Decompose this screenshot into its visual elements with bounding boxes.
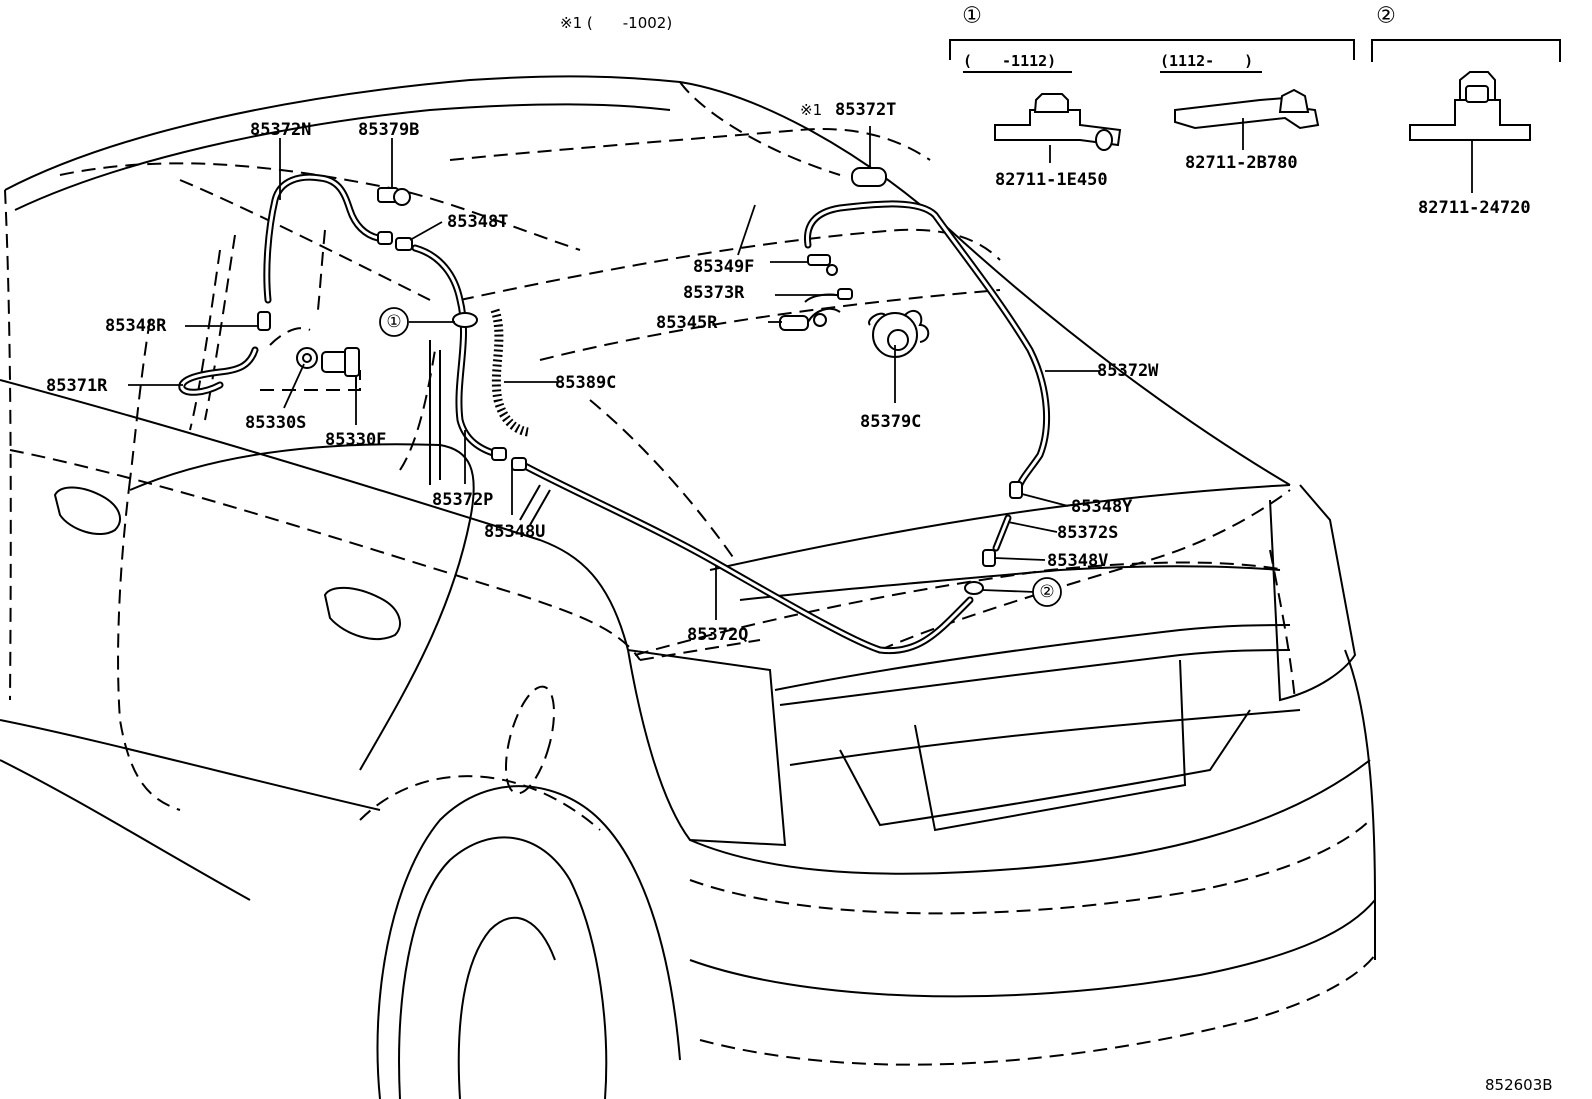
header-note: ※1 ( -1002): [560, 14, 672, 32]
label-85372P: 85372P: [432, 490, 493, 510]
label-85349F: 85349F: [693, 257, 754, 277]
label-85379B: 85379B: [358, 120, 419, 140]
clip-82711-2B780-drawing: [1174, 88, 1320, 130]
detail-1-range-b: (1112- ): [1160, 52, 1253, 70]
clamp-2: [964, 581, 984, 595]
washer-pump-85330F: [321, 347, 360, 388]
joint-85348U: [491, 447, 507, 461]
joint-85348V: [982, 549, 996, 567]
clamp-marker-1: ①: [379, 307, 409, 337]
grommet-85330S: [296, 347, 318, 369]
label-85373R: 85373R: [683, 283, 745, 303]
label-85348Y: 85348Y: [1071, 497, 1133, 517]
connector-85348U: [511, 457, 527, 471]
detail-1-range-a: ( -1112): [963, 52, 1056, 70]
check-valve-85349F: [807, 254, 838, 276]
label-85372W: 85372W: [1097, 361, 1159, 381]
joint-85345R: [779, 307, 841, 331]
label-85379C: 85379C: [860, 412, 921, 432]
label-85371R: 85371R: [46, 376, 108, 396]
diagram-code: 852603B: [1485, 1076, 1553, 1094]
detail-1-marker: ①: [962, 4, 982, 29]
label-85372T-prefix: ※1: [800, 101, 822, 119]
label-85372S: 85372S: [1057, 523, 1118, 543]
leader-lines: [128, 126, 1100, 620]
washer-hose-routing: [178, 167, 1050, 655]
joint-85348T: [395, 237, 413, 251]
connector-85348T: [377, 231, 393, 245]
joint-85348R: [257, 311, 271, 331]
label-85348R: 85348R: [105, 316, 167, 336]
clip-82711-24720-drawing: [1409, 71, 1531, 141]
label-85372T: 85372T: [835, 100, 896, 120]
label-85348U: 85348U: [484, 522, 545, 542]
clamp-marker-2: ②: [1032, 577, 1062, 607]
detail-1-part-a: 82711-1E450: [995, 170, 1108, 190]
clamp-1: [452, 312, 478, 328]
rear-washer-nozzle-85379C: [868, 309, 930, 358]
joint-85348Y: [1009, 481, 1023, 499]
label-85348V: 85348V: [1047, 551, 1108, 571]
clip-82711-1E450-drawing: [994, 93, 1122, 151]
label-85372Q: 85372Q: [687, 625, 748, 645]
clamp-marker-2-label: ②: [1039, 582, 1054, 602]
detail-1-panel: ① ( -1112) (1112- ) 82711-1E450 82711-2B…: [949, 4, 1355, 190]
label-85348T: 85348T: [447, 212, 508, 232]
car-body-outline: [0, 75, 1376, 1099]
label-85372N: 85372N: [250, 120, 311, 140]
label-85389C: 85389C: [555, 373, 616, 393]
clamp-marker-1-label: ①: [386, 312, 401, 332]
grommet-85379B: [377, 187, 411, 206]
detail-2-part: 82711-24720: [1418, 198, 1531, 218]
hose-piece-85372T: [851, 167, 887, 187]
callout-labels: 85372N 85379B 85348T 85348R 85371R 85330…: [46, 100, 1159, 645]
label-85330F: 85330F: [325, 430, 386, 450]
detail-2-panel: ② 82711-24720: [1371, 4, 1561, 218]
detail-1-part-b: 82711-2B780: [1185, 153, 1298, 173]
label-85330S: 85330S: [245, 413, 306, 433]
label-85345R: 85345R: [656, 313, 718, 333]
detail-2-marker: ②: [1376, 4, 1396, 29]
